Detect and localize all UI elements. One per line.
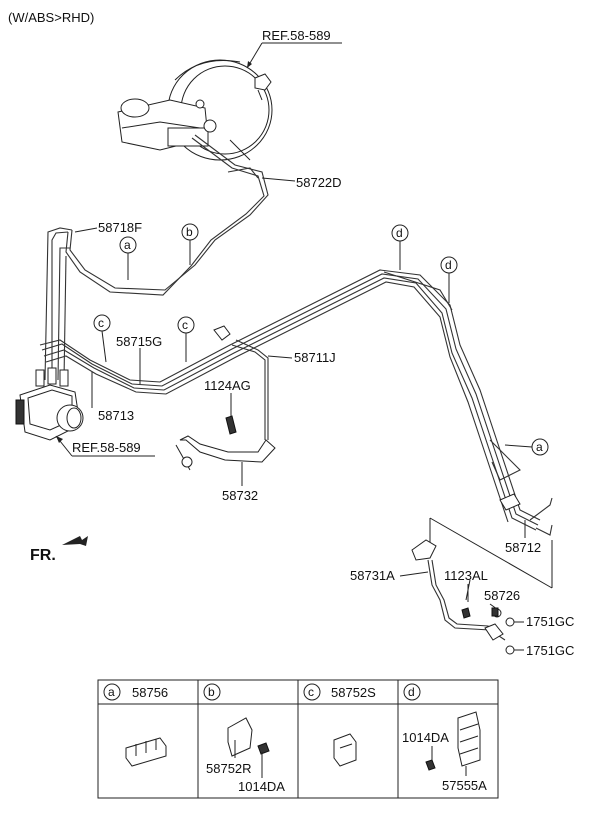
- ref-left: REF.58-589: [55, 435, 155, 457]
- brake-lines: [39, 134, 553, 536]
- ref-top: REF.58-589: [246, 28, 342, 69]
- svg-text:c: c: [308, 685, 314, 699]
- svg-text:1123AL: 1123AL: [444, 568, 488, 583]
- callout-58726: 58726: [484, 588, 520, 610]
- svg-text:1751GC: 1751GC: [526, 643, 574, 658]
- clip-58752S-icon: [333, 733, 357, 767]
- clip-58752R-icon: [227, 717, 253, 757]
- svg-text:58726: 58726: [484, 588, 520, 603]
- ref-left-label: REF.58-589: [72, 440, 141, 455]
- svg-text:1751GC: 1751GC: [526, 614, 574, 629]
- rear-hose-assembly: [411, 517, 553, 655]
- callout-58715G: 58715G: [116, 334, 162, 384]
- ref-top-label: REF.58-589: [262, 28, 331, 43]
- svg-text:b: b: [186, 225, 193, 239]
- callout-1751GC-b: 1751GC: [514, 643, 574, 658]
- circle-c-left: c: [93, 314, 111, 363]
- svg-text:58732: 58732: [222, 488, 258, 503]
- svg-text:d: d: [396, 226, 403, 240]
- svg-text:58752R: 58752R: [206, 761, 252, 776]
- callout-58712: 58712: [505, 520, 541, 555]
- svg-text:58731A: 58731A: [350, 568, 395, 583]
- svg-text:c: c: [182, 318, 188, 332]
- callout-58713: 58713: [91, 372, 134, 423]
- callout-1751GC-a: 1751GC: [514, 614, 574, 629]
- svg-text:b: b: [208, 685, 215, 699]
- svg-text:58713: 58713: [98, 408, 134, 423]
- svg-text:a: a: [108, 685, 115, 699]
- circle-d-top: d: [391, 224, 409, 270]
- variant-label: (W/ABS>RHD): [8, 10, 94, 25]
- svg-text:58711J: 58711J: [294, 350, 336, 365]
- svg-text:c: c: [98, 316, 104, 330]
- svg-text:1124AG: 1124AG: [204, 378, 251, 393]
- svg-text:58712: 58712: [505, 540, 541, 555]
- front-label: FR.: [30, 547, 56, 564]
- circle-b-top: b: [181, 223, 199, 265]
- legend-c-part: 58752S: [331, 685, 376, 700]
- circle-c-right: c: [177, 316, 195, 362]
- callout-58732: 58732: [222, 462, 258, 503]
- front-direction-indicator: FR.: [30, 536, 88, 564]
- svg-text:d: d: [445, 258, 452, 272]
- circle-a-top: a: [119, 236, 137, 280]
- svg-text:1014DA: 1014DA: [402, 730, 449, 745]
- svg-text:a: a: [536, 440, 543, 454]
- circle-a-right: a: [504, 438, 549, 456]
- callout-58718F: 58718F: [74, 220, 142, 235]
- circle-d-right: d: [440, 256, 458, 303]
- svg-text:d: d: [408, 685, 415, 699]
- callout-58731A: 58731A: [350, 568, 429, 583]
- svg-text:58722D: 58722D: [296, 175, 342, 190]
- svg-text:1014DA: 1014DA: [238, 779, 285, 794]
- callout-58711J: 58711J: [267, 350, 336, 365]
- callout-1124AG: 1124AG: [204, 378, 251, 416]
- svg-text:58718F: 58718F: [98, 220, 142, 235]
- legend-a-part: 58756: [132, 685, 168, 700]
- callout-58722D: 58722D: [261, 175, 342, 190]
- svg-text:57555A: 57555A: [442, 778, 487, 793]
- svg-text:58715G: 58715G: [116, 334, 162, 349]
- hecu-abs-module: [15, 367, 84, 441]
- front-arrow-icon: [62, 536, 88, 546]
- callout-1123AL: 1123AL: [444, 568, 488, 602]
- legend-table: a 58756 b 58752R 1014DA c 58752S d 1014D…: [97, 679, 499, 799]
- svg-text:a: a: [124, 238, 131, 252]
- brake-booster-assembly: [117, 59, 273, 161]
